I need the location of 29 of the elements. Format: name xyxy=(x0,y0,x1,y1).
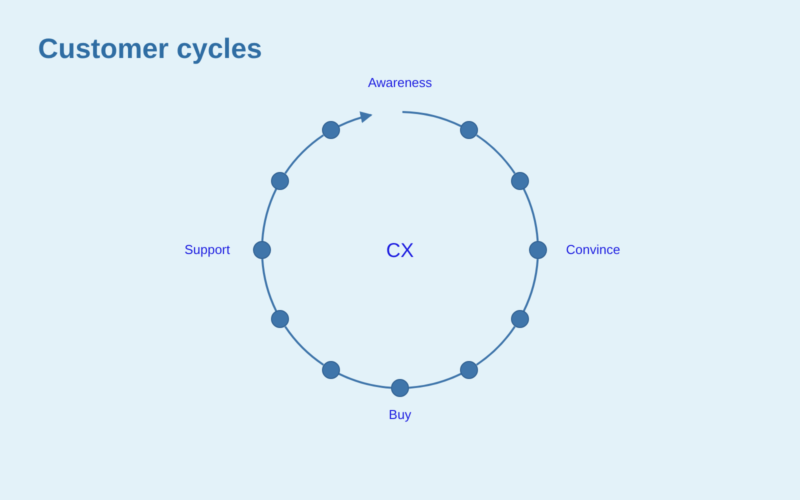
stage-dot xyxy=(529,241,547,259)
cycle-arrow xyxy=(338,112,372,128)
stage-dot xyxy=(322,360,340,378)
stage-dot xyxy=(460,121,478,140)
stage-dot xyxy=(460,360,478,378)
stage-label: Buy xyxy=(388,407,412,422)
cycle-arc xyxy=(408,372,462,389)
center-label: CX xyxy=(385,240,415,263)
cycle-arc xyxy=(476,134,516,174)
cycle-arc xyxy=(522,188,539,242)
stage-dot xyxy=(510,310,528,328)
cycle-arc xyxy=(284,326,324,366)
stage-label: Awareness xyxy=(366,75,434,90)
cycle-arc xyxy=(338,372,392,389)
cycle-arc xyxy=(261,258,278,312)
stage-dot xyxy=(510,172,528,190)
stage-dot xyxy=(271,310,290,328)
diagram-title: Customer cycles xyxy=(38,33,262,65)
stage-dot xyxy=(391,379,409,397)
stage-label: Convince xyxy=(566,242,620,257)
cycle-arc xyxy=(261,188,278,242)
cycle-arc xyxy=(402,111,462,128)
cycle-arc xyxy=(522,258,539,312)
stage-dot xyxy=(271,172,290,190)
cycle-arc xyxy=(284,134,324,174)
stage-dot xyxy=(253,241,271,259)
stage-dot xyxy=(322,121,340,140)
stage-label: Support xyxy=(184,242,230,257)
cycle-arc xyxy=(476,326,516,366)
